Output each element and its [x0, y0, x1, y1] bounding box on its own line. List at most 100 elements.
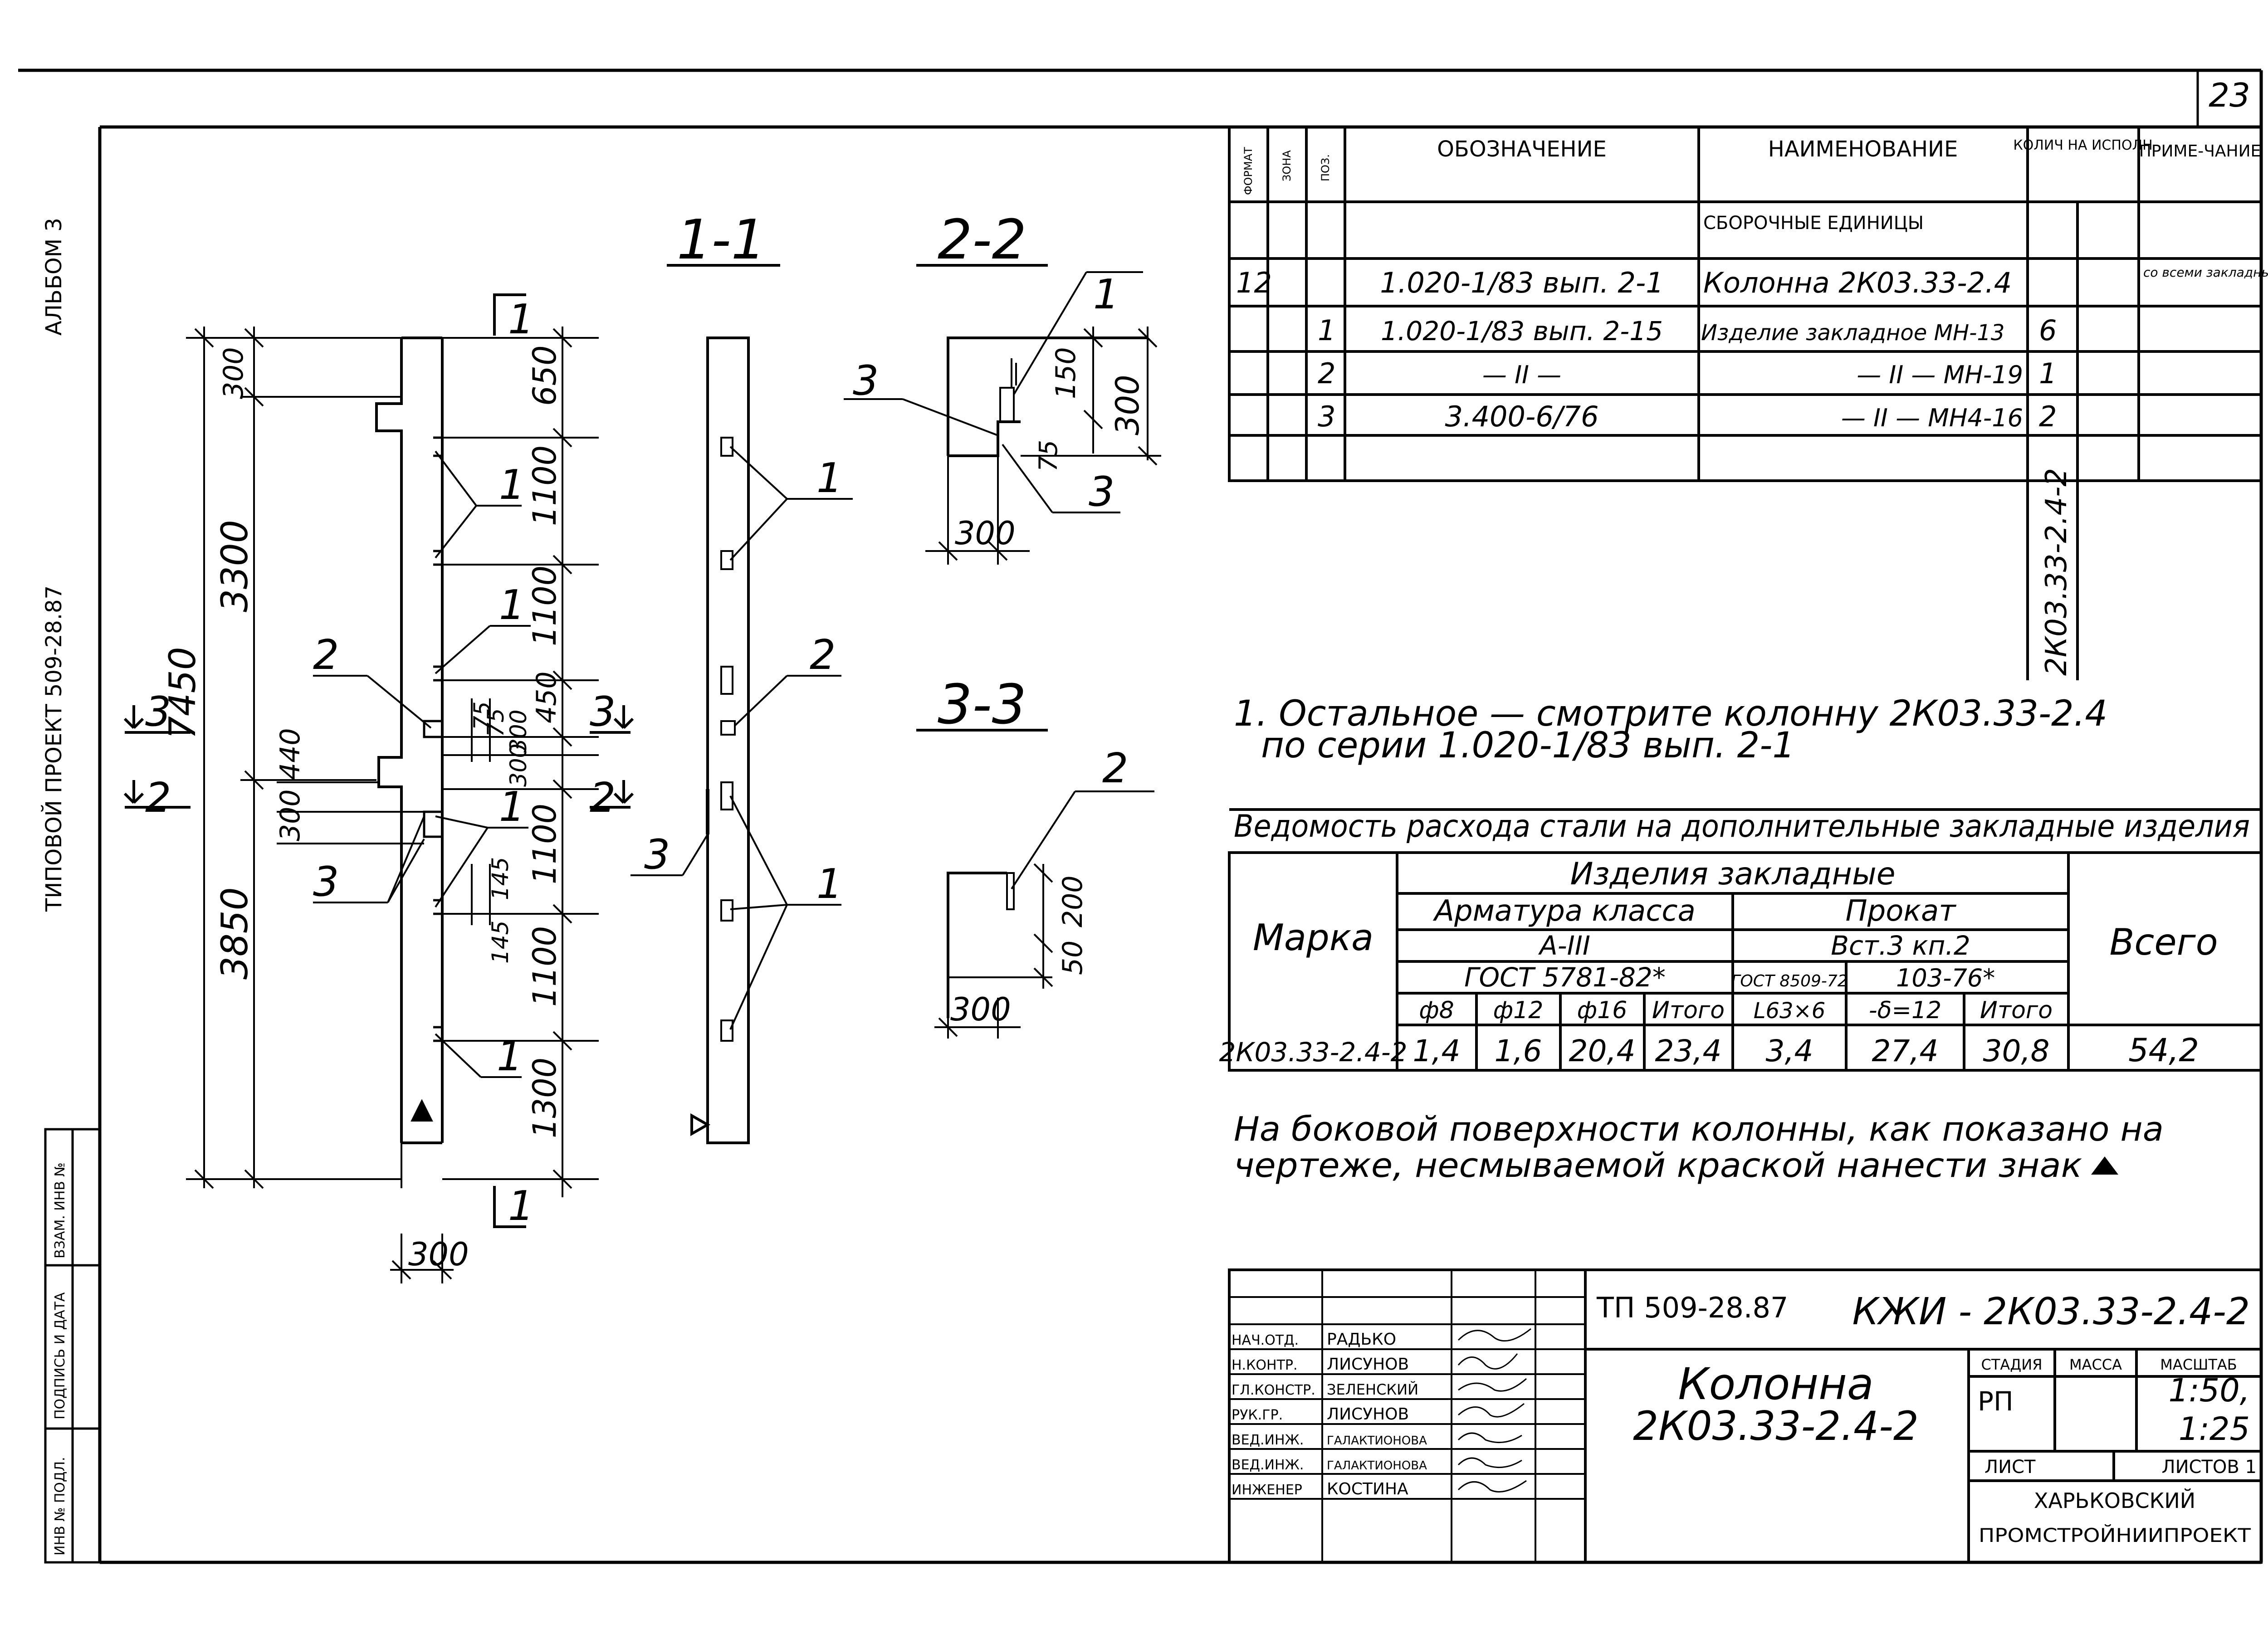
sec22-dim-75: 75: [1034, 440, 1063, 472]
steel-prokat-gost1: ГОСТ 8509-72: [1731, 972, 1848, 990]
spec-row-2: 1 1.020-1/83 вып. 2-15 Изделие закладное…: [1318, 314, 2057, 347]
svg-text:6: 6: [2039, 314, 2057, 347]
svg-text:54,2: 54,2: [2128, 1032, 2199, 1069]
stamp-label-sign: ПОДПИСЬ И ДАТА: [52, 1292, 68, 1419]
album-label: АЛЬБОМ 3: [41, 218, 67, 336]
leaders-side-view: [631, 446, 853, 1030]
svg-text:ГЛ.КОНСТР.: ГЛ.КОНСТР.: [1232, 1382, 1315, 1398]
svg-text:КОСТИНА: КОСТИНА: [1327, 1480, 1408, 1498]
svg-text:20,4: 20,4: [1569, 1034, 1636, 1068]
tb-title-line-1: Колонна: [1678, 1359, 1873, 1410]
signature-scribbles: [1457, 1328, 1531, 1493]
steel-prokat-gost2: 103-76*: [1896, 964, 1995, 992]
svg-text:— II — МН-19: — II — МН-19: [1857, 361, 2023, 389]
svg-text:Итого: Итого: [1652, 997, 1725, 1024]
svg-text:27,4: 27,4: [1872, 1034, 1939, 1068]
dim-450: 450: [531, 671, 562, 723]
svg-text:ЛИСУНОВ: ЛИСУНОВ: [1327, 1405, 1409, 1424]
section-title-1-1: 1-1: [677, 209, 766, 272]
spec-row-4: 3 3.400-6/76 — II — МН4-16 2: [1318, 400, 2057, 433]
tb-sheets: ЛИСТОВ 1: [2162, 1457, 2257, 1478]
sec33-dim-50: 50: [1057, 941, 1089, 975]
spec-row-3: 2 — II — — II — МН-19 1: [1318, 357, 2057, 390]
side-view-plates: [706, 437, 736, 1042]
svg-text:1.020-1/83 вып. 2-1: 1.020-1/83 вып. 2-1: [1380, 266, 1664, 299]
svg-text:Итого: Итого: [1980, 997, 2053, 1024]
svg-text:L63×6: L63×6: [1754, 998, 1826, 1024]
steel-col-marka: Марка: [1253, 917, 1374, 959]
svg-text:ф12: ф12: [1493, 997, 1544, 1024]
callout-1-b: 1: [499, 581, 525, 629]
tb-col-scale: МАСШТАБ: [2160, 1356, 2237, 1373]
tb-scale-1: 1:50,: [2169, 1372, 2250, 1409]
sec33-dim-300: 300: [950, 991, 1011, 1028]
svg-text:3: 3: [1318, 400, 1335, 433]
steel-table-title: Ведомость расхода стали на дополнительны…: [1234, 809, 2250, 844]
tb-title-line-2: 2К03.33-2.4-2: [1633, 1403, 1919, 1449]
dim-300-bottom: 300: [408, 1236, 469, 1273]
section-3-3: [947, 872, 1015, 1018]
cut-mark-1-top: 1: [508, 296, 534, 343]
cut-mark-3-right: 3: [590, 688, 616, 736]
tb-col-stage: СТАДИЯ: [1981, 1356, 2043, 1373]
project-label: ТИПОВОЙ ПРОЕКТ 509-28.87: [41, 585, 67, 912]
steel-table-grid: [1228, 808, 2263, 1072]
spec-section-label: СБОРОЧНЫЕ ЕДИНИЦЫ: [1703, 213, 1924, 234]
dim-75-a: 75: [469, 701, 495, 730]
svg-text:— II — МН4-16: — II — МН4-16: [1841, 404, 2023, 432]
leaders-elevation: [313, 450, 531, 1078]
sec22-callout-3-left: 3: [853, 357, 879, 405]
dimension-lines-right: [442, 327, 599, 1197]
side-callout-1-top: 1: [816, 454, 842, 502]
stamp-label-vzam: ВЗАМ. ИНВ №: [52, 1162, 68, 1258]
column-side-view: [690, 337, 750, 1144]
tb-scale-2: 1:25: [2179, 1410, 2250, 1448]
sec33-dim-200: 200: [1057, 875, 1089, 927]
svg-text:ЗЕЛЕНСКИЙ: ЗЕЛЕНСКИЙ: [1327, 1381, 1418, 1398]
cut-mark-2-left: 2: [145, 774, 171, 822]
column-elevation: [375, 337, 444, 1144]
steel-armatura-class: А-III: [1538, 930, 1590, 961]
svg-text:ЛИСУНОВ: ЛИСУНОВ: [1327, 1355, 1409, 1374]
svg-text:ГАЛАКТИОНОВА: ГАЛАКТИОНОВА: [1327, 1459, 1427, 1473]
callout-1-c: 1: [499, 783, 525, 831]
svg-text:1,6: 1,6: [1495, 1034, 1542, 1068]
tb-col-mass: МАССА: [2069, 1356, 2122, 1373]
side-callout-1-bottom: 1: [816, 860, 842, 908]
callout-2: 2: [313, 631, 339, 679]
svg-text:3,4: 3,4: [1766, 1034, 1813, 1068]
dim-300-mid-a: 300: [505, 710, 532, 753]
svg-text:1: 1: [2039, 357, 2057, 390]
dim-7450: 7450: [161, 647, 204, 739]
dim-1100-a: 1100: [526, 445, 563, 526]
embedded-plates-elev: [423, 436, 444, 1042]
svg-text:3.400-6/76: 3.400-6/76: [1445, 400, 1598, 433]
svg-text:Изделие закладное МН-13: Изделие закладное МН-13: [1701, 320, 2004, 346]
dim-145-a: 145: [487, 857, 513, 900]
sec22-callout-3-right: 3: [1089, 468, 1114, 516]
dim-3300: 3300: [214, 520, 256, 612]
side-callout-2: 2: [810, 631, 836, 679]
title-block-grid: [1228, 1268, 2263, 1564]
side-callout-3: 3: [644, 831, 670, 878]
cut-mark-3-left: 3: [145, 688, 171, 736]
svg-text:2: 2: [2039, 400, 2057, 433]
sec22-dim-300-v: 300: [1109, 375, 1146, 435]
dim-145-b: 145: [487, 921, 513, 964]
svg-text:ГАЛАКТИОНОВА: ГАЛАКТИОНОВА: [1327, 1434, 1427, 1448]
dim-650: 650: [526, 345, 563, 406]
tb-sheet: ЛИСТ: [1984, 1457, 2036, 1478]
svg-text:2: 2: [1318, 357, 1335, 390]
dim-300-corbel: 300: [274, 789, 306, 841]
svg-text:2К03.33-2.4-2: 2К03.33-2.4-2: [1219, 1037, 1407, 1068]
tb-org-line-1: ХАРЬКОВСКИЙ: [2034, 1488, 2195, 1513]
tb-stage: РП: [1978, 1386, 2014, 1417]
svg-text:ф8: ф8: [1419, 997, 1454, 1024]
spec-header-zone: ЗОНА: [1281, 150, 1293, 181]
spec-header-note: ПРИМЕ-ЧАНИЕ: [2139, 142, 2261, 161]
stamp-label-inv: ИНВ № ПОДЛ.: [52, 1457, 68, 1556]
svg-text:12: 12: [1236, 266, 1272, 299]
svg-text:-δ=12: -δ=12: [1869, 997, 1941, 1024]
svg-text:ф16: ф16: [1577, 997, 1628, 1024]
